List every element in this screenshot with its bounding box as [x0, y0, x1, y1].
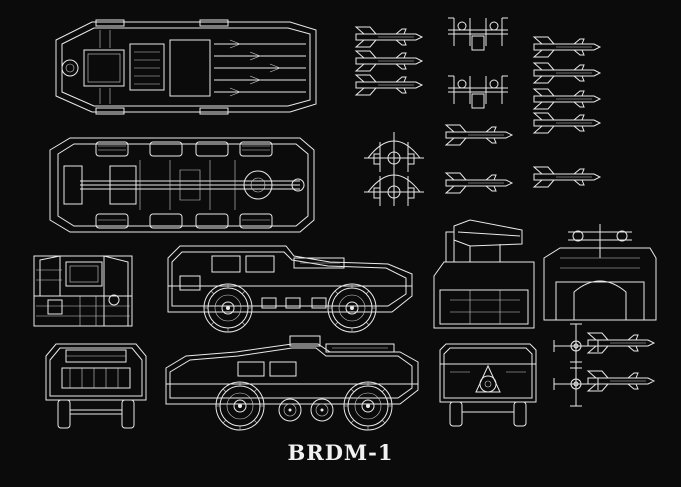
top-view	[55, 19, 317, 115]
side-view	[167, 245, 413, 333]
front-closeup	[33, 255, 133, 327]
rear-view	[439, 343, 537, 427]
front-view	[45, 343, 147, 429]
bottom-wheels	[95, 141, 273, 229]
bottom-view	[49, 137, 315, 233]
side-view-alt	[165, 335, 419, 431]
blueprint-title: BRDM-1	[287, 440, 394, 465]
missile-launcher	[433, 219, 657, 329]
